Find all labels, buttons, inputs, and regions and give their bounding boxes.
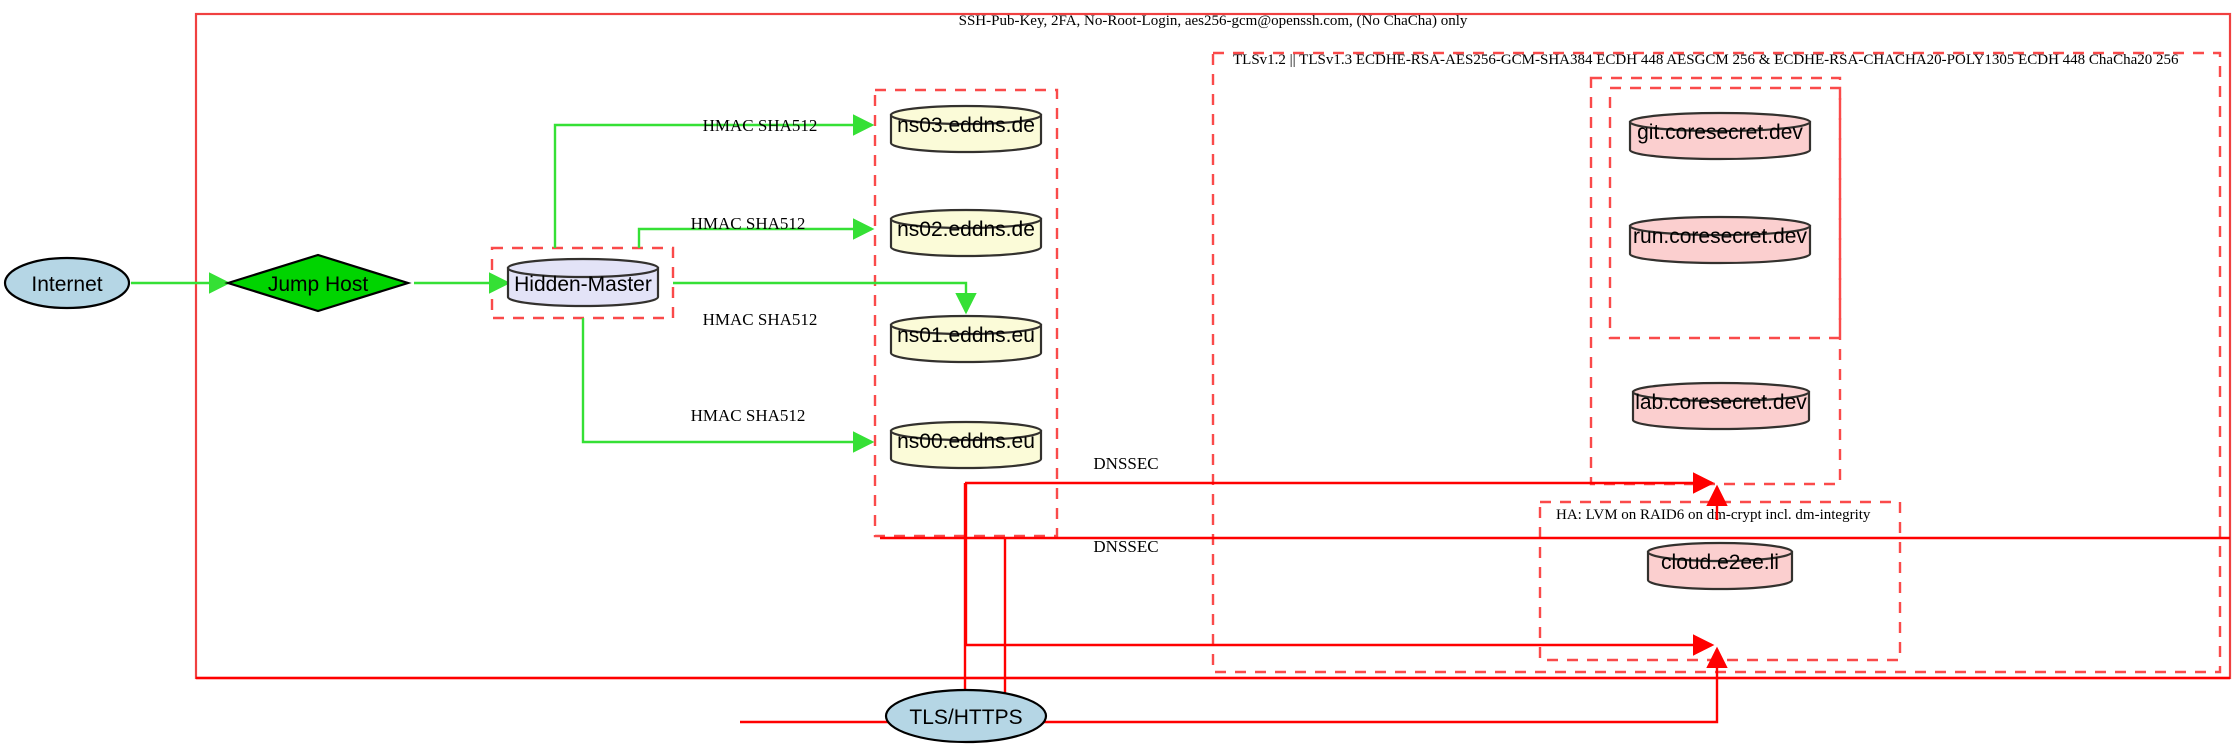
node-hidden-master[interactable]: Hidden-Master	[506, 257, 660, 308]
edge-label-dnssec-lower: DNSSEC	[1093, 537, 1158, 556]
node-jump-host-label: Jump Host	[268, 273, 369, 296]
edge-label-hmac-ns03: HMAC SHA512	[703, 116, 818, 135]
node-cloud-e2ee[interactable]: cloud.e2ee.li	[1646, 541, 1794, 591]
node-hidden-master-label: Hidden-Master	[514, 273, 652, 296]
edge-tlshttps-right	[740, 690, 1719, 724]
node-git-coresecret-label: git.coresecret.dev	[1637, 121, 1803, 144]
node-internet[interactable]: Internet	[3, 256, 131, 310]
node-lab-coresecret[interactable]: lab.coresecret.dev	[1631, 381, 1811, 431]
edge-master-ns03	[553, 114, 875, 248]
node-internet-label: Internet	[31, 273, 102, 296]
edge-label-hmac-ns02: HMAC SHA512	[691, 214, 806, 233]
node-ns03[interactable]: ns03.eddns.de	[889, 104, 1043, 154]
node-ns00[interactable]: ns00.eddns.eu	[889, 420, 1043, 470]
node-run-coresecret-label: run.coresecret.dev	[1633, 225, 1807, 248]
node-ns02[interactable]: ns02.eddns.de	[889, 208, 1043, 258]
node-cloud-e2ee-label: cloud.e2ee.li	[1661, 551, 1779, 574]
ha-policy-label: HA: LVM on RAID6 on dm-crypt incl. dm-in…	[1556, 507, 1871, 523]
coresecret-outer-box	[1589, 76, 1842, 486]
dns-boundary-box	[873, 88, 1059, 538]
node-git-coresecret[interactable]: git.coresecret.dev	[1628, 111, 1812, 161]
edge-master-ns02	[637, 218, 875, 248]
node-jump-host[interactable]: Jump Host	[224, 253, 412, 313]
node-ns01[interactable]: ns01.eddns.eu	[889, 314, 1043, 364]
edge-label-hmac-ns00: HMAC SHA512	[691, 406, 806, 425]
tls-policy-label: TLSv1.2 || TLSv1.3 ECDHE-RSA-AES256-GCM-…	[1233, 52, 2179, 68]
node-run-coresecret[interactable]: run.coresecret.dev	[1628, 215, 1812, 265]
edge-label-hmac-ns01: HMAC SHA512	[703, 310, 818, 329]
ssh-policy-label: SSH-Pub-Key, 2FA, No-Root-Login, aes256-…	[959, 13, 1468, 29]
node-lab-coresecret-label: lab.coresecret.dev	[1635, 391, 1807, 414]
node-tls-https[interactable]: TLS/HTTPS	[884, 688, 1048, 744]
edge-master-ns00	[581, 318, 875, 453]
node-ns00-label: ns00.eddns.eu	[897, 430, 1035, 453]
edge-label-dnssec-upper: DNSSEC	[1093, 454, 1158, 473]
node-tls-https-label: TLS/HTTPS	[909, 706, 1022, 729]
node-ns03-label: ns03.eddns.de	[897, 114, 1035, 137]
node-ns02-label: ns02.eddns.de	[897, 218, 1035, 241]
node-ns01-label: ns01.eddns.eu	[897, 324, 1035, 347]
edge-master-ns01	[673, 281, 977, 315]
